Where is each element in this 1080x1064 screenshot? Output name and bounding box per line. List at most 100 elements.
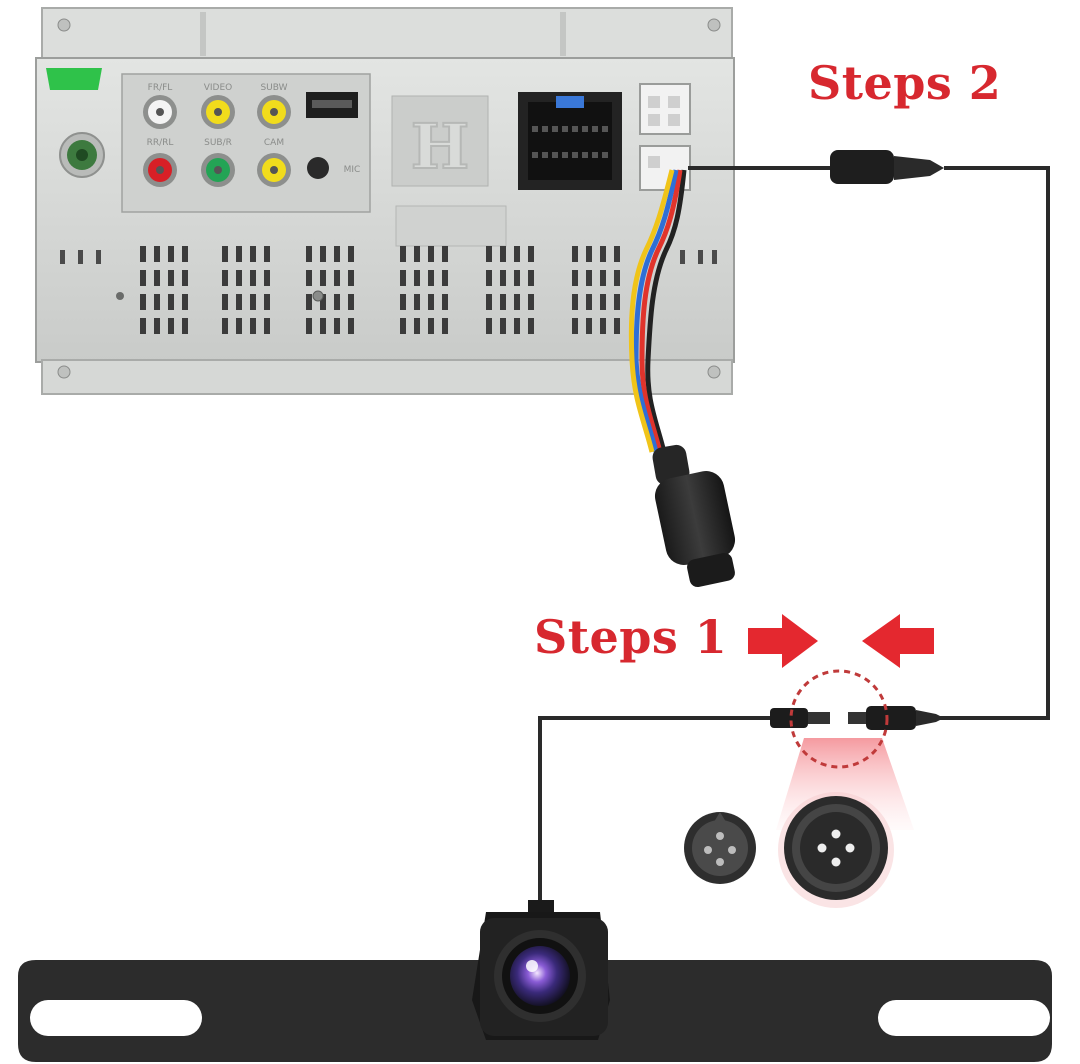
vent-slot [140, 246, 146, 262]
port-label: MIC [344, 165, 361, 175]
vent-slot [572, 270, 578, 286]
port-label: SUBW [260, 83, 287, 93]
rca-jack-red [143, 153, 177, 187]
vent-slot [168, 318, 174, 334]
vent-slot [236, 270, 242, 286]
vent-slot [614, 318, 620, 334]
vent-slot [528, 270, 534, 286]
usb-port-icon [306, 92, 358, 118]
vent-slot [334, 294, 340, 310]
vent-slot [154, 294, 160, 310]
vent-slot [306, 318, 312, 334]
vent-slot [250, 270, 256, 286]
vent-slot [442, 294, 448, 310]
port-label: RR/RL [147, 138, 174, 148]
vent-slot [154, 246, 160, 262]
vent-slot [500, 270, 506, 286]
vent-slot [264, 246, 270, 262]
vent-slot [514, 270, 520, 286]
vent-slot [572, 294, 578, 310]
vent-slot [348, 270, 354, 286]
vent-slot [182, 270, 188, 286]
rca-jack-white [143, 95, 177, 129]
vent-slot [306, 270, 312, 286]
vent-slot [414, 294, 420, 310]
vent-slot [528, 318, 534, 334]
port-label: FR/FL [148, 83, 173, 93]
vent-slot [614, 270, 620, 286]
vent-slot [428, 318, 434, 334]
vent-slot [236, 246, 242, 262]
vent-slot [486, 294, 492, 310]
vent-slot [600, 246, 606, 262]
vent-slot [182, 246, 188, 262]
vent-slot [348, 318, 354, 334]
rca-jack-yellow [257, 95, 291, 129]
vent-slot [600, 294, 606, 310]
vent-slot [250, 318, 256, 334]
vent-slot [600, 270, 606, 286]
vent-slot [168, 270, 174, 286]
vent-slot [486, 246, 492, 262]
vent-slot [400, 294, 406, 310]
port-label: SUB/R [204, 138, 232, 148]
rca-jack-yellow [201, 95, 235, 129]
vent-slot [306, 294, 312, 310]
steps-2-label: Steps 2 [808, 56, 1002, 110]
vent-slot [264, 318, 270, 334]
vent-slot [168, 294, 174, 310]
vent-slot [400, 318, 406, 334]
vent-slot [320, 246, 326, 262]
rca-jack-yellow [257, 153, 291, 187]
vent-slot [182, 294, 188, 310]
vent-slot [154, 318, 160, 334]
vent-slot [222, 246, 228, 262]
vent-slot [140, 318, 146, 334]
arrow-left-icon [862, 614, 934, 668]
vent-slot [140, 270, 146, 286]
vent-slot [414, 270, 420, 286]
vent-slot [500, 294, 506, 310]
vent-slot [250, 246, 256, 262]
vent-slot [140, 294, 146, 310]
vent-slot [320, 270, 326, 286]
vent-slot [236, 294, 242, 310]
aviation-plug-icon [538, 669, 944, 908]
arrow-right-icon [748, 614, 818, 668]
vent-slot [514, 246, 520, 262]
vent-slot [514, 294, 520, 310]
port-label: VIDEO [204, 83, 233, 93]
vent-slot [222, 318, 228, 334]
vent-slot [264, 294, 270, 310]
port-label: CAM [264, 138, 284, 148]
vent-slot [320, 294, 326, 310]
vent-slot [154, 270, 160, 286]
steps-1-label: Steps 1 [534, 610, 728, 664]
vent-slot [400, 270, 406, 286]
vent-slot [222, 270, 228, 286]
wiring-harness-icon [628, 169, 736, 587]
vent-slot [236, 318, 242, 334]
vent-slot [348, 294, 354, 310]
vent-slot [614, 246, 620, 262]
vent-slot [414, 318, 420, 334]
vent-slot [334, 318, 340, 334]
vent-slot [586, 246, 592, 262]
vent-slot [320, 318, 326, 334]
vent-slot [486, 270, 492, 286]
vent-slot [428, 246, 434, 262]
vent-slot [572, 318, 578, 334]
vent-slot [442, 318, 448, 334]
vent-slot [334, 270, 340, 286]
rca-jack-green [201, 153, 235, 187]
vent-slot [600, 318, 606, 334]
head-unit-icon: FR/FL VIDEO SUBW RR/RL SUB/R CAM MIC H [35, 7, 735, 395]
vent-slot [528, 246, 534, 262]
vent-slot [428, 270, 434, 286]
vent-slot [486, 318, 492, 334]
vent-slot [500, 318, 506, 334]
rear-camera-icon [472, 900, 610, 1040]
vent-slot [442, 246, 448, 262]
